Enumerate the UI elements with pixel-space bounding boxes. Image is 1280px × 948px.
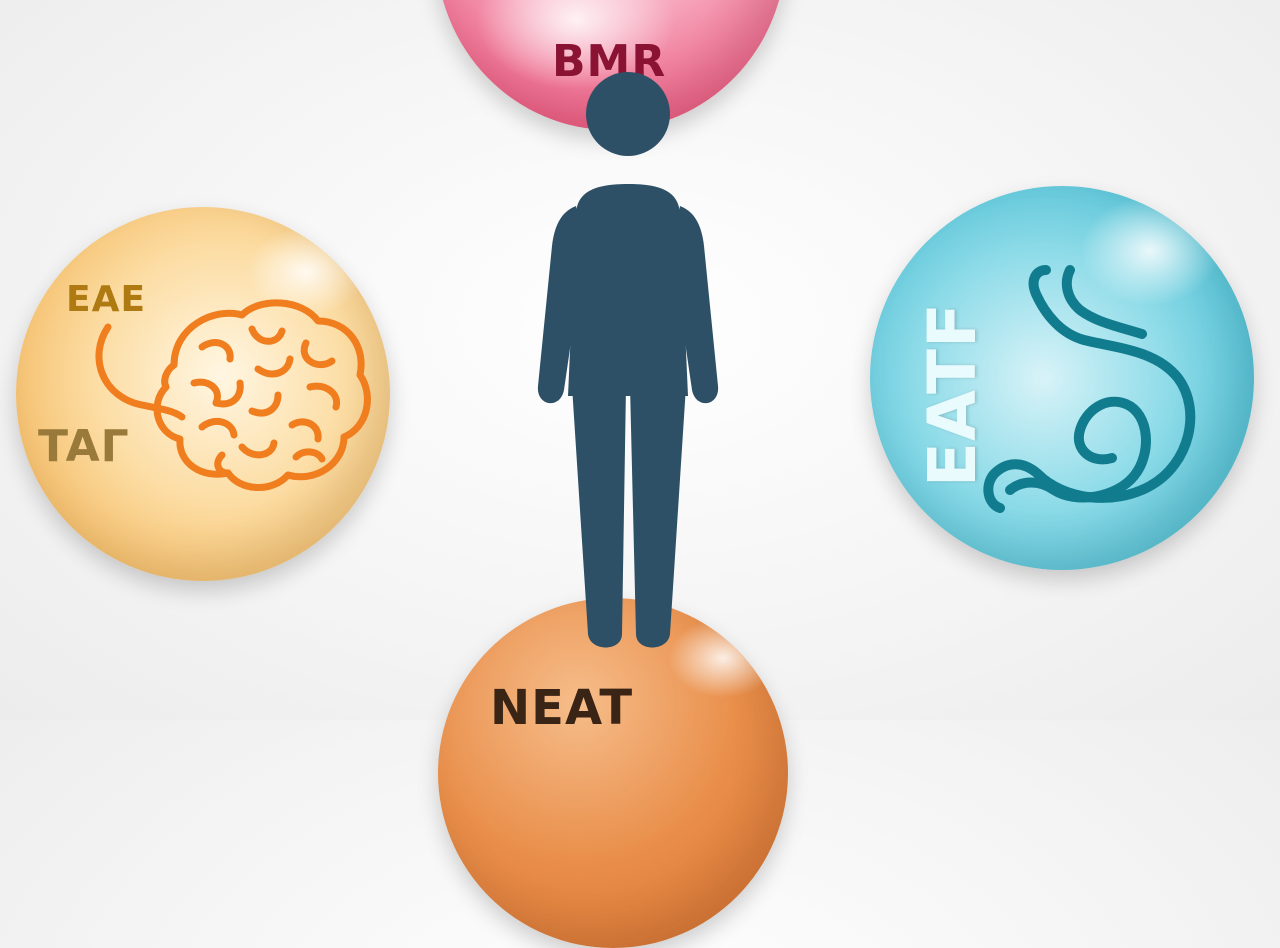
neat-shine [668, 618, 778, 698]
neat-label: NEAT [490, 680, 634, 736]
tag-label-bottom: TAГ [38, 421, 130, 472]
tag-label-top: EAE [66, 279, 147, 320]
tag-bubble: EAE TAГ [16, 207, 390, 581]
eatf-shine [1080, 196, 1220, 306]
brain-icon [95, 299, 371, 491]
stomach-icon [983, 265, 1196, 513]
eatf-bubble: EATF [870, 186, 1254, 570]
person-icon [537, 72, 719, 648]
